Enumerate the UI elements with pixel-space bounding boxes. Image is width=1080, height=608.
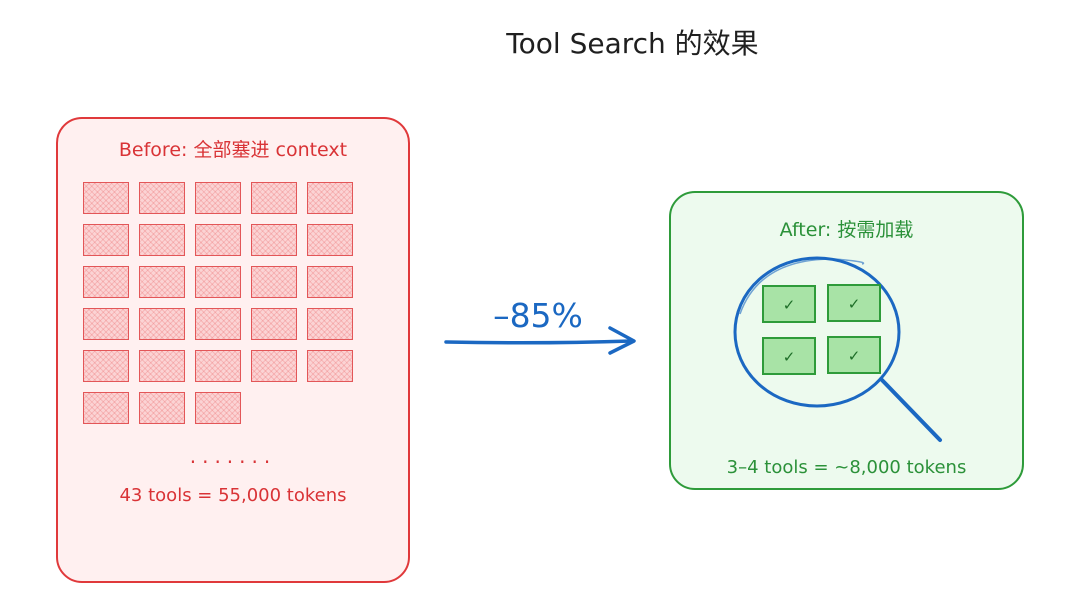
tool-grid [83, 182, 358, 424]
tool-tile [195, 392, 241, 424]
selected-tool-tile [762, 337, 816, 375]
tool-tile [139, 224, 185, 256]
after-label: After: 按需加载 [779, 219, 914, 241]
tool-tile [139, 182, 185, 214]
selected-tool-tile [827, 336, 881, 374]
selected-tool-tile [827, 284, 881, 322]
tool-tile [195, 350, 241, 382]
before-label: Before: 全部塞进 context [118, 139, 348, 161]
tool-tile [195, 266, 241, 298]
tool-tile [83, 308, 129, 340]
before-panel: Before: 全部塞进 context ....... 43 tools = … [56, 117, 410, 583]
check-icon: ✓ [848, 295, 861, 313]
check-icon: ✓ [783, 296, 796, 314]
tool-tile [139, 392, 185, 424]
tool-tile [139, 350, 185, 382]
tool-tile [139, 266, 185, 298]
tool-tile [83, 224, 129, 256]
more-tools-ellipsis: ....... [189, 444, 277, 468]
after-summary: 3–4 tools = ~8,000 tokens [726, 457, 967, 478]
tool-tile [195, 308, 241, 340]
tool-tile [307, 350, 353, 382]
tool-tile [83, 182, 129, 214]
tool-tile [251, 350, 297, 382]
diagram-title: Tool Search 的效果 [506, 27, 759, 60]
tool-tile [307, 182, 353, 214]
tool-tile [307, 266, 353, 298]
tool-tile [307, 308, 353, 340]
tool-tile [251, 224, 297, 256]
tool-tile [251, 182, 297, 214]
before-summary: 43 tools = 55,000 tokens [119, 485, 347, 506]
tool-tile [251, 308, 297, 340]
check-icon: ✓ [783, 348, 796, 366]
tool-tile [195, 182, 241, 214]
tool-tile [83, 392, 129, 424]
reduction-arrow [444, 326, 636, 355]
tool-tile [251, 266, 297, 298]
tool-tile [307, 224, 353, 256]
tool-tile [83, 350, 129, 382]
tool-tile [139, 308, 185, 340]
tool-tile [195, 224, 241, 256]
selected-tools: ✓ ✓ ✓ ✓ [762, 284, 881, 375]
check-icon: ✓ [848, 347, 861, 365]
reduction-label: –85% [493, 296, 583, 335]
selected-tool-tile [762, 285, 816, 323]
magnifying-glass-icon [733, 256, 942, 442]
tool-tile [83, 266, 129, 298]
